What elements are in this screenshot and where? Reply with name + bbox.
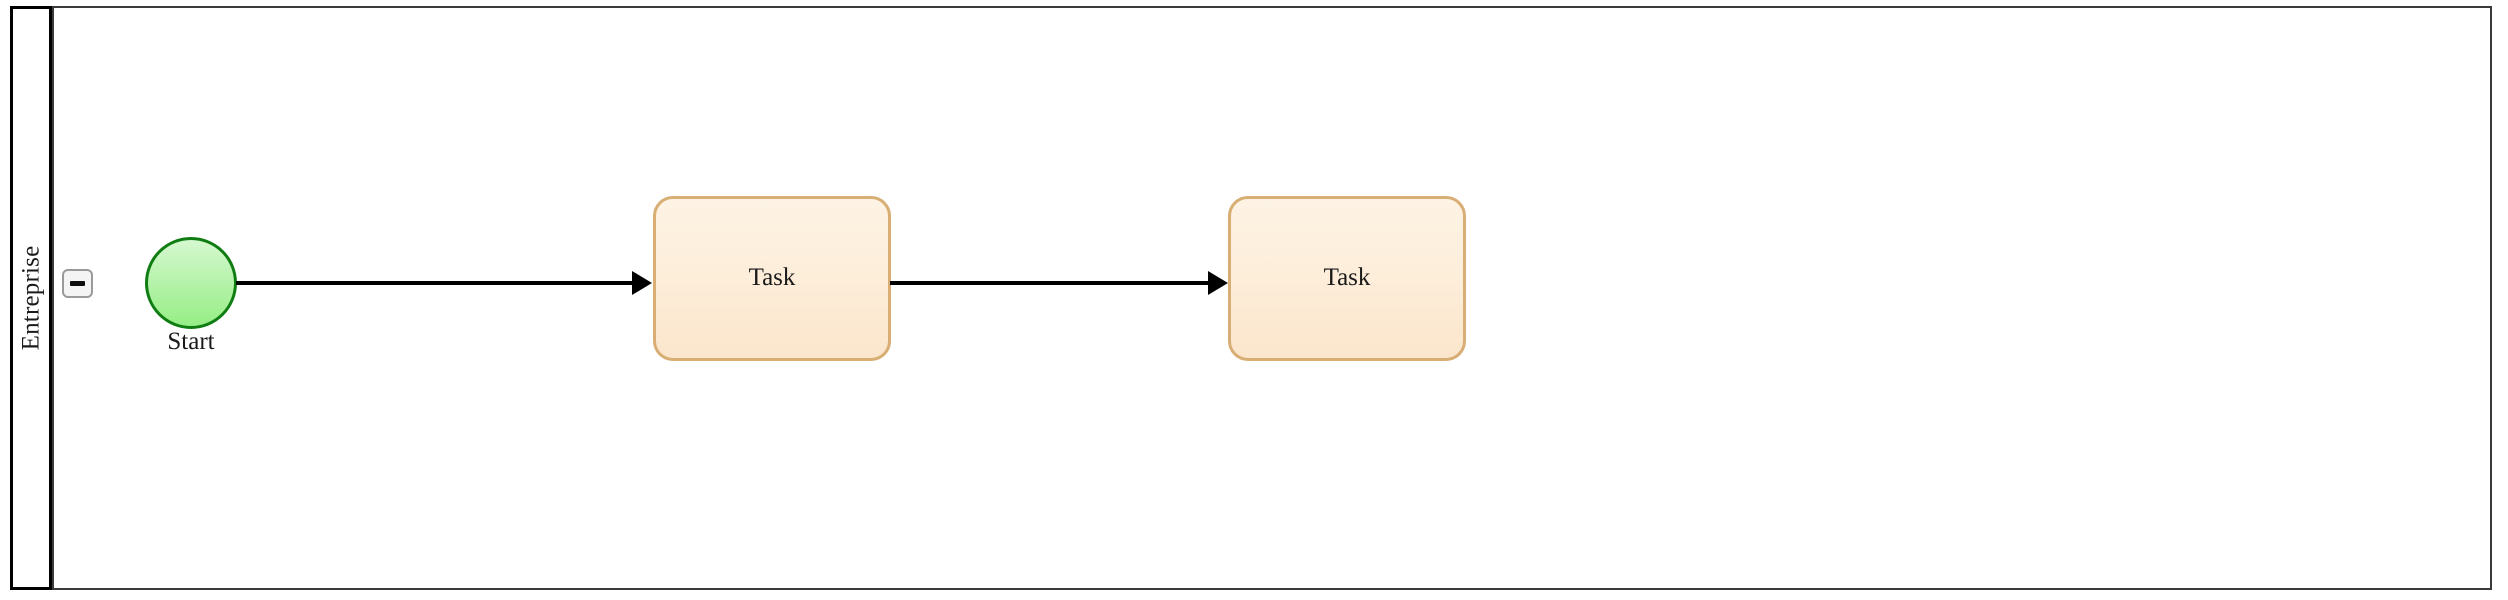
- task-node-2[interactable]: Task: [1228, 196, 1466, 361]
- sequence-flow-1-arrowhead: [632, 271, 652, 295]
- lane-title-label: Entreprise: [17, 245, 45, 351]
- lane-header[interactable]: Entreprise: [10, 6, 52, 590]
- sequence-flow-2-arrowhead: [1208, 271, 1228, 295]
- sequence-flow-1-line[interactable]: [236, 281, 634, 285]
- start-event-node[interactable]: [145, 237, 237, 329]
- sequence-flow-2-line[interactable]: [890, 281, 1210, 285]
- lane-collapse-button[interactable]: [62, 269, 93, 298]
- task-node-1[interactable]: Task: [653, 196, 891, 361]
- start-event-label: Start: [167, 328, 215, 355]
- start-event-circle: [145, 237, 237, 329]
- minus-icon: [70, 281, 85, 286]
- task-node-1-label: Task: [748, 264, 796, 292]
- task-node-2-label: Task: [1323, 264, 1371, 292]
